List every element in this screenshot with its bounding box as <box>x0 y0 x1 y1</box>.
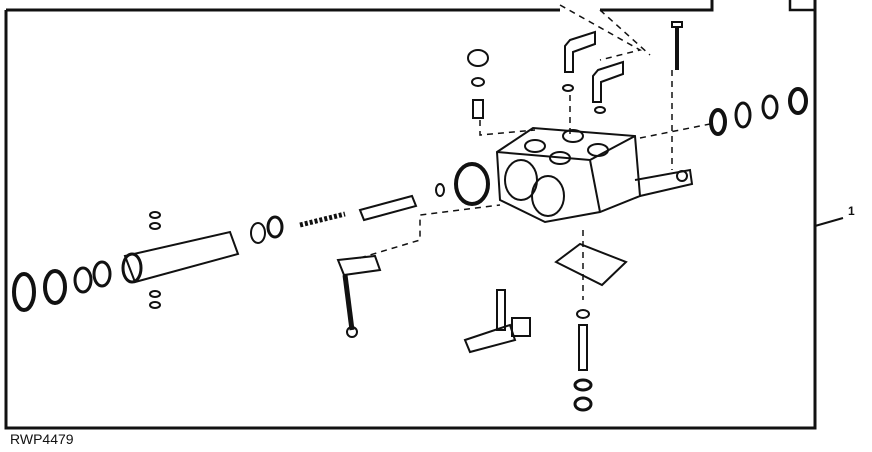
valve-housing <box>495 126 694 224</box>
lower-parts <box>359 204 628 412</box>
frame <box>4 0 844 430</box>
lever <box>336 254 382 338</box>
figure-id-label: RWP4479 <box>10 431 74 447</box>
fittings-top <box>467 4 683 170</box>
spool-and-seals-left <box>12 162 490 312</box>
washers-right <box>639 87 808 139</box>
callout-number: 1 <box>848 204 855 218</box>
